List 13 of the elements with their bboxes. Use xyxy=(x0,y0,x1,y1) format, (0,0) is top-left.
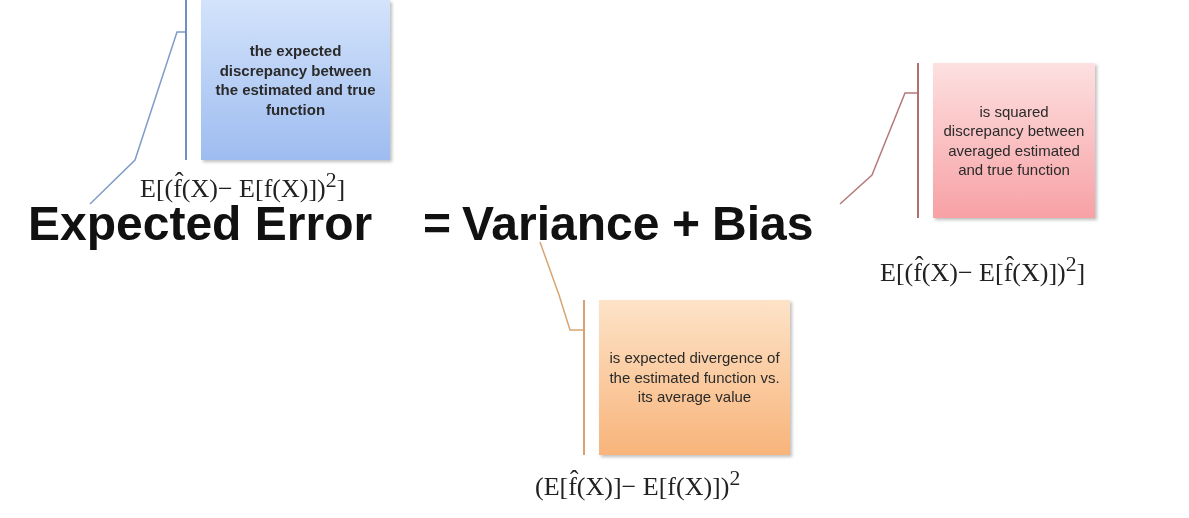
callout-text: the expected discrepancy between the estimated and true function xyxy=(201,0,390,160)
equation-term: Bias xyxy=(712,200,814,248)
callout-text: is squared discrepancy between averaged estimated and true function xyxy=(933,63,1095,218)
equation-operator: = xyxy=(423,200,452,248)
formula: E[(f̂(X)− E[f(X)])$^{2}$] xyxy=(140,168,346,204)
leader-line xyxy=(89,31,186,205)
equation-term: Variance xyxy=(462,200,660,248)
callout-text: is expected divergence of the estimated function vs. its average value xyxy=(599,300,790,455)
equation-operator: + xyxy=(672,200,701,248)
formula: E[(f̂(X)− E[f̂(X)])$^{2}$] xyxy=(880,252,1086,288)
leader-line xyxy=(839,92,918,205)
formula: (E[f̂(X)]− E[f(X)])$^{2}$ xyxy=(535,466,741,502)
leader-line xyxy=(539,241,584,331)
